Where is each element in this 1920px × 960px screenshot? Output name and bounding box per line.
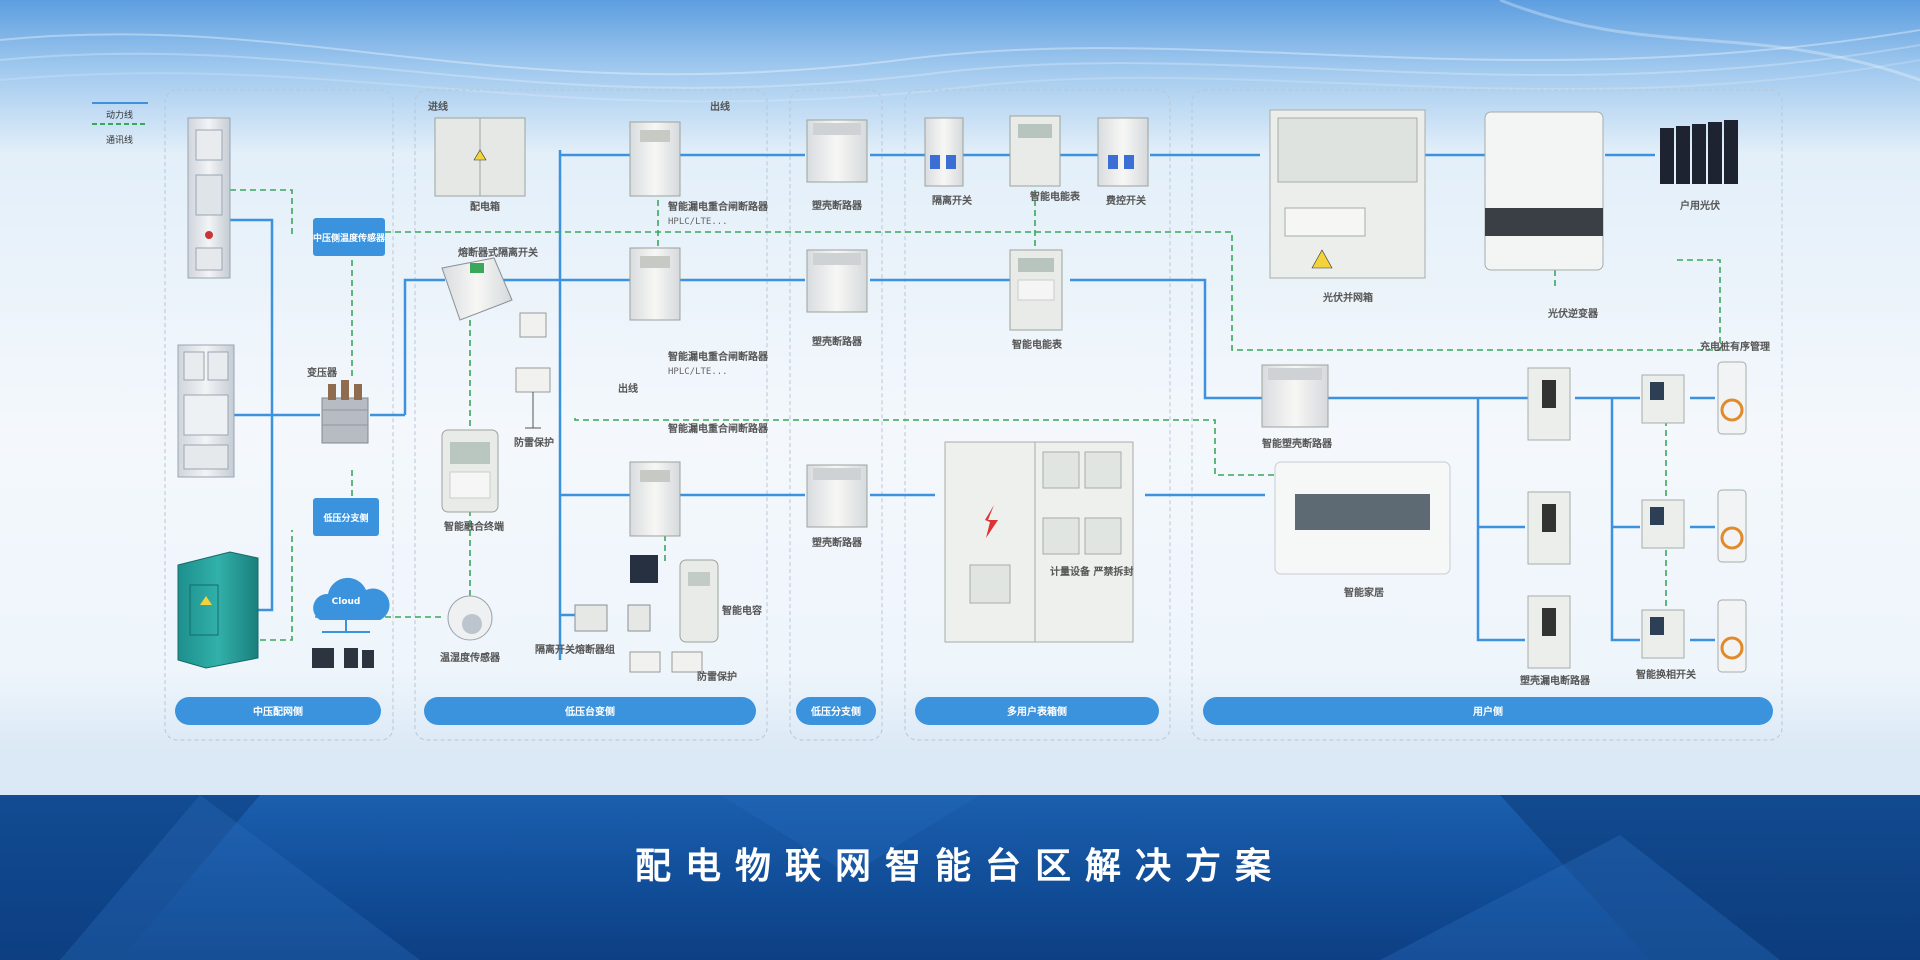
label-surge-protect-1: 防雷保护 — [514, 436, 554, 449]
mccb-rcd-3 — [1527, 595, 1571, 669]
svg-text:中压配网侧: 中压配网侧 — [253, 705, 303, 718]
cloud-label: Cloud — [332, 597, 361, 607]
meter-box-warning: 计量设备 严禁拆封 — [1050, 565, 1133, 578]
label-distribution-box: 配电箱 — [470, 200, 500, 213]
smart-home-panel — [1274, 461, 1451, 575]
smart-rcd-breaker-1 — [629, 121, 681, 197]
legend: 动力线 通讯线 — [92, 102, 148, 146]
multi-user-meter-box — [944, 441, 1134, 643]
mv-temp-sensor-box: 中压侧温度传感器 — [313, 218, 386, 256]
section-frames — [164, 89, 1783, 741]
label-mccb-1: 塑壳断路器 — [812, 199, 863, 212]
mccb-rcd-2 — [1527, 491, 1571, 565]
network-diagram: 动力线 通讯线 — [92, 89, 1783, 741]
mv-switchgear — [187, 117, 231, 279]
label-smart-rcd-1: 智能漏电重合闸断路器 — [668, 200, 769, 213]
label-isolation-switch: 隔离开关 — [932, 194, 972, 207]
cloud-icon: Cloud — [312, 577, 390, 668]
label-outlet-top: 出线 — [710, 100, 730, 113]
section-pill-lv-transformer: 低压台变侧 — [424, 697, 756, 725]
label-smart-meter-top: 智能电能表 — [1030, 190, 1081, 203]
phase-switch-2 — [1641, 499, 1685, 549]
svg-text:低压分支侧: 低压分支侧 — [322, 512, 368, 524]
surge-arrester-2 — [629, 651, 703, 673]
label-ev-charging-mgmt: 充电桩有序管理 — [1700, 340, 1770, 353]
smart-mccb — [1261, 364, 1329, 428]
smart-meter-mid — [1009, 249, 1063, 331]
banner-polygons — [0, 795, 1920, 960]
mccb-3 — [806, 464, 868, 528]
ev-charger-2 — [1717, 489, 1747, 563]
label-smart-meter-mid: 智能电能表 — [1012, 338, 1063, 351]
svg-text:低压台变侧: 低压台变侧 — [564, 705, 615, 718]
label-mccb-3: 塑壳断路器 — [812, 536, 863, 549]
label-mccb-rcd: 塑壳漏电断路器 — [1520, 674, 1591, 687]
transformer — [321, 380, 369, 444]
mccb-rcd-1 — [1527, 367, 1571, 441]
svg-text:用户侧: 用户侧 — [1472, 705, 1503, 718]
label-fusion-terminal: 智能融合终端 — [444, 520, 504, 533]
smart-meter-top — [1009, 115, 1061, 187]
isolator-fuse-group — [574, 555, 658, 632]
title-banner: 配电物联网智能台区解决方案 — [0, 795, 1920, 960]
label-smart-rcd-3: 智能漏电重合闸断路器 — [668, 422, 769, 435]
svg-text:中压侧温度传感器: 中压侧温度传感器 — [313, 232, 386, 244]
cost-control-switch — [1097, 117, 1149, 187]
label-surge-protect-2: 防雷保护 — [697, 670, 737, 683]
smart-rcd-breaker-2 — [629, 247, 681, 321]
label-pv-inverter: 光伏逆变器 — [1547, 307, 1599, 320]
phase-switch-3 — [1641, 609, 1685, 659]
label-temp-humidity-sensor: 温湿度传感器 — [440, 651, 501, 664]
distribution-box — [434, 117, 526, 197]
label-household-pv: 户用光伏 — [1679, 199, 1720, 212]
label-smart-phase-switch: 智能换相开关 — [1636, 668, 1696, 681]
power-lines — [230, 150, 1715, 660]
label-pv-grid-box: 光伏并网箱 — [1322, 291, 1373, 304]
phase-switch-1 — [1641, 374, 1685, 424]
label-smart-rcd-2-sub: HPLC/LTE... — [668, 367, 728, 377]
section-pill-user: 用户侧 — [1203, 697, 1773, 725]
label-smart-rcd-1-sub: HPLC/LTE... — [668, 217, 728, 227]
smart-rcd-breaker-3 — [629, 461, 681, 537]
label-inlet: 进线 — [428, 100, 448, 113]
label-smart-home: 智能家居 — [1344, 586, 1384, 599]
surge-arrester-1 — [515, 312, 551, 429]
pv-inverter — [1484, 111, 1604, 271]
fusion-terminal — [441, 429, 499, 513]
page-title: 配电物联网智能台区解决方案 — [634, 846, 1285, 887]
smart-capacitor — [679, 559, 719, 643]
svg-text:多用户表箱侧: 多用户表箱侧 — [1007, 705, 1067, 718]
label-transformer: 变压器 — [307, 366, 338, 379]
label-smart-mccb: 智能塑壳断路器 — [1262, 437, 1333, 450]
label-cost-control-switch: 费控开关 — [1106, 194, 1146, 207]
ev-charger-3 — [1717, 599, 1747, 673]
label-fuse-isolator: 熔断器式隔离开关 — [458, 246, 538, 259]
mccb-1 — [806, 119, 868, 183]
box-substation — [177, 551, 259, 669]
ring-main-unit — [177, 344, 235, 478]
legend-power-line: 动力线 — [106, 109, 133, 121]
section-pill-lv-branch: 低压分支侧 — [796, 697, 876, 725]
label-isolator-fuse-group: 隔离开关熔断器组 — [535, 643, 615, 656]
mccb-2 — [806, 249, 868, 313]
section-pill-meter-box: 多用户表箱侧 — [915, 697, 1159, 725]
section-pill-mv: 中压配网侧 — [175, 697, 381, 725]
lv-branch-box: 低压分支侧 — [313, 498, 379, 536]
fuse-isolator — [441, 257, 513, 321]
label-smart-capacitor: 智能电容 — [722, 604, 762, 617]
label-outlet-mid: 出线 — [618, 382, 638, 395]
temp-humidity-sensor — [447, 595, 493, 641]
household-pv-panels — [1660, 120, 1738, 184]
legend-comm-line: 通讯线 — [106, 134, 133, 146]
label-smart-rcd-2: 智能漏电重合闸断路器 — [668, 350, 769, 363]
isolation-switch — [924, 117, 964, 187]
ev-charger-1 — [1717, 361, 1747, 435]
label-mccb-2: 塑壳断路器 — [812, 335, 863, 348]
svg-text:低压分支侧: 低压分支侧 — [810, 705, 861, 718]
pv-grid-box — [1269, 109, 1426, 279]
